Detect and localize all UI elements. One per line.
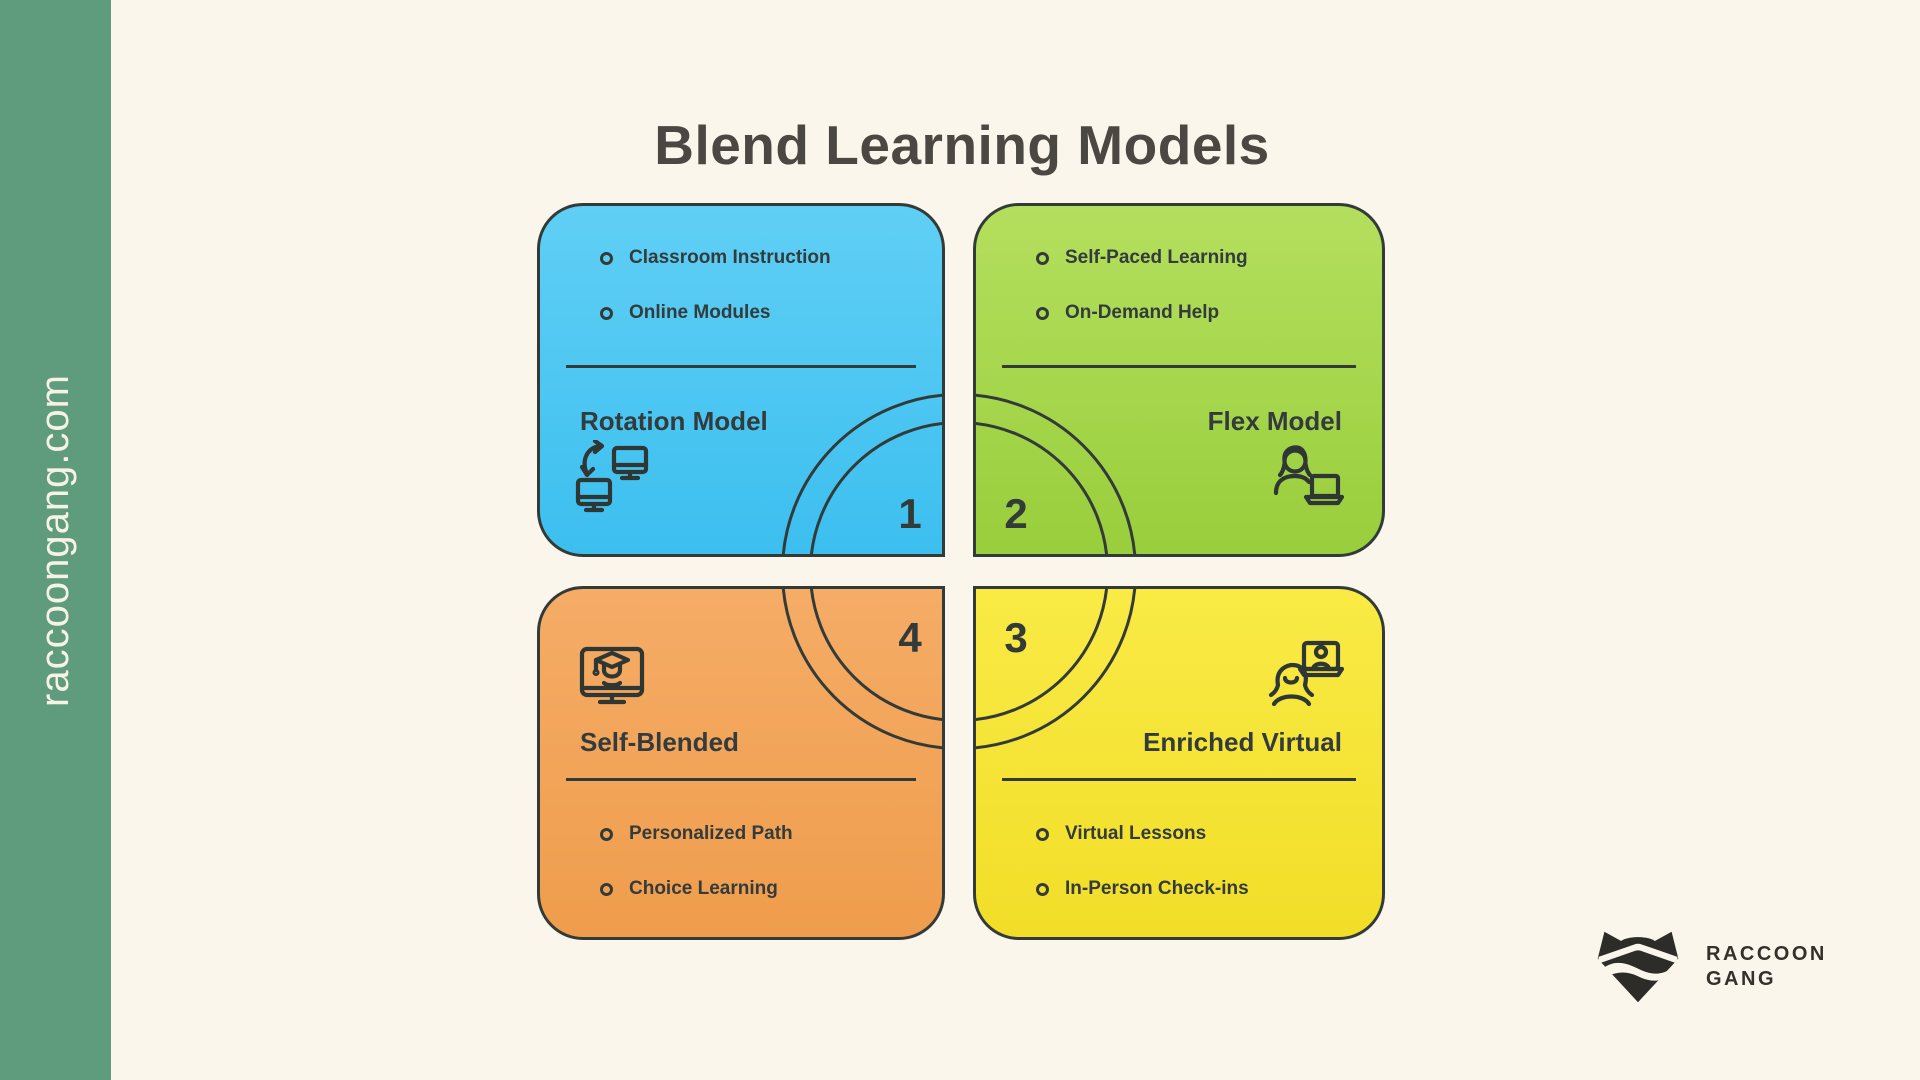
quadrant-number: 1 xyxy=(898,490,922,537)
bullet-circle-icon xyxy=(600,827,613,841)
bullet-circle-icon xyxy=(1036,882,1049,896)
quadrant-title: Rotation Model xyxy=(580,406,768,436)
video-call-icon xyxy=(1268,640,1344,707)
bullet-label: Online Modules xyxy=(629,302,771,323)
person-with-laptop-icon xyxy=(1273,445,1344,506)
list-item: Classroom Instruction xyxy=(540,246,942,270)
divider-line xyxy=(1002,365,1356,368)
quadrant-enriched-virtual: Enriched Virtual Virtual Lessons In-Pers… xyxy=(973,586,1385,940)
quadrant-number: 3 xyxy=(1004,614,1028,661)
bullet-list: Virtual Lessons In-Person Check-ins xyxy=(976,822,1382,932)
bullet-circle-icon xyxy=(600,306,613,320)
page-title: Blend Learning Models xyxy=(654,113,1270,176)
list-item: On-Demand Help xyxy=(976,301,1382,325)
bullet-circle-icon xyxy=(1036,251,1049,265)
list-item: Personalized Path xyxy=(540,822,942,846)
divider-line xyxy=(566,365,916,368)
brand-logo-line2: GANG xyxy=(1706,968,1776,990)
bullet-list: Personalized Path Choice Learning xyxy=(540,822,942,932)
bullet-circle-icon xyxy=(1036,827,1049,841)
bullet-list: Self-Paced Learning On-Demand Help xyxy=(976,246,1382,356)
sidebar-url-text: raccoongang.com xyxy=(33,373,77,707)
raccoon-head-icon xyxy=(1597,931,1679,1003)
bullet-circle-icon xyxy=(1036,306,1049,320)
bullet-label: Personalized Path xyxy=(629,823,793,844)
list-item: Self-Paced Learning xyxy=(976,246,1382,270)
bullet-label: Self-Paced Learning xyxy=(1065,247,1248,268)
quadrant-number: 4 xyxy=(898,614,922,661)
brand-logo-line1: RACCOON xyxy=(1706,943,1827,965)
brand-logo: RACCOON GANG xyxy=(1596,930,1827,1004)
bullet-label: Choice Learning xyxy=(629,878,778,899)
list-item: In-Person Check-ins xyxy=(976,877,1382,901)
bullet-circle-icon xyxy=(600,251,613,265)
quadrant-title: Flex Model xyxy=(1207,406,1342,436)
quadrant-title: Enriched Virtual xyxy=(1143,727,1342,757)
divider-line xyxy=(1002,778,1356,781)
quadrant-title: Self-Blended xyxy=(580,727,739,757)
left-sidebar: raccoongang.com xyxy=(0,0,111,1080)
bullet-label: Classroom Instruction xyxy=(629,247,831,268)
brand-logo-text: RACCOON GANG xyxy=(1706,942,1827,992)
bullet-label: In-Person Check-ins xyxy=(1065,878,1249,899)
bullet-circle-icon xyxy=(600,882,613,896)
swap-monitors-icon xyxy=(575,440,649,513)
list-item: Virtual Lessons xyxy=(976,822,1382,846)
quadrant-rotation-model: Classroom Instruction Online Modules Rot… xyxy=(537,203,945,557)
sidebar-inner: raccoongang.com xyxy=(0,0,111,1080)
bullet-label: Virtual Lessons xyxy=(1065,823,1207,844)
quadrant-self-blended: Self-Blended Personalized Path Choice Le… xyxy=(537,586,945,940)
bullet-list: Classroom Instruction Online Modules xyxy=(540,246,942,356)
quadrant-number: 2 xyxy=(1004,490,1028,537)
list-item: Online Modules xyxy=(540,301,942,325)
quadrant-flex-model: Self-Paced Learning On-Demand Help Flex … xyxy=(973,203,1385,557)
list-item: Choice Learning xyxy=(540,877,942,901)
bullet-label: On-Demand Help xyxy=(1065,302,1220,323)
divider-line xyxy=(566,778,916,781)
graduate-on-monitor-icon xyxy=(579,646,645,705)
